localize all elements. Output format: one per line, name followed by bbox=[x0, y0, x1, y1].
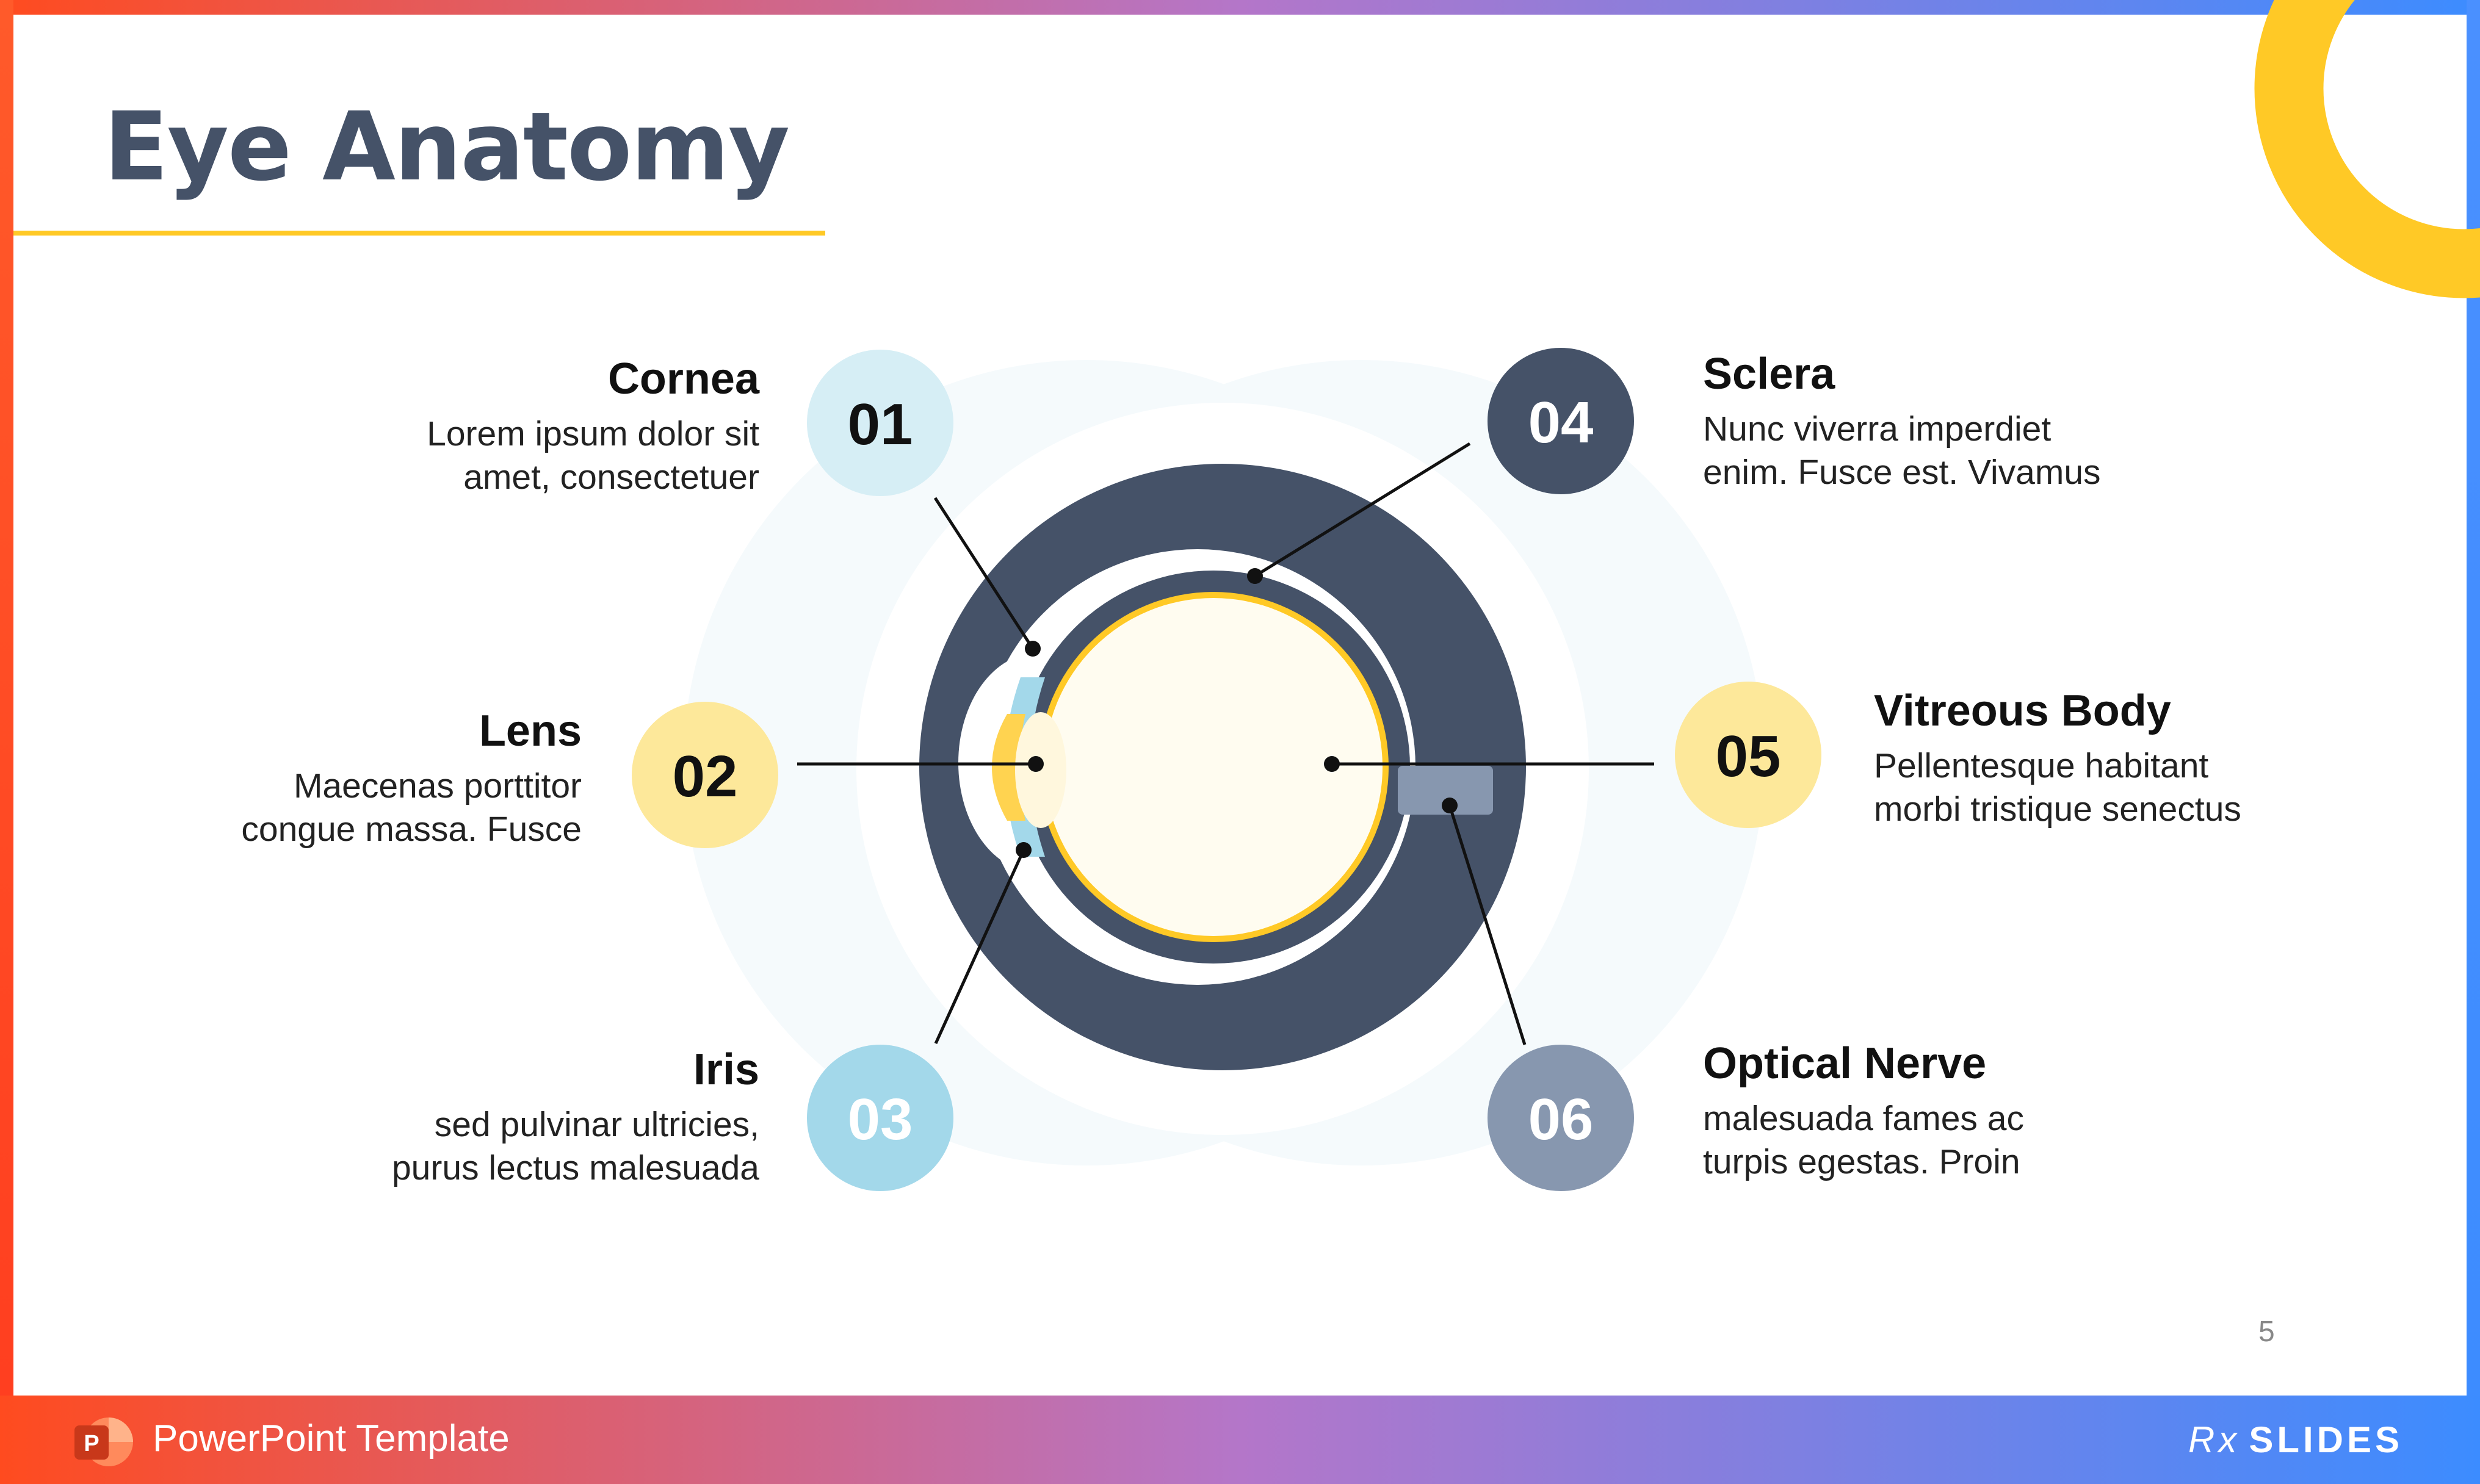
label-optical-nerve: Optical Nerve malesuada fames ac turpis … bbox=[1703, 1037, 2191, 1184]
vitreous-body-shape bbox=[1044, 598, 1383, 936]
label-lens-desc-line2: congue massa. Fusce bbox=[241, 810, 582, 849]
page-number: 5 bbox=[2258, 1316, 2275, 1348]
leader-lines bbox=[797, 442, 1654, 1045]
badge-06-number: 06 bbox=[1528, 1087, 1594, 1152]
label-iris: Iris sed pulvinar ultricies, purus lectu… bbox=[271, 1043, 759, 1190]
label-iris-desc-line2: purus lectus malesuada bbox=[391, 1148, 759, 1187]
left-border bbox=[0, 0, 13, 1484]
label-optical-nerve-desc-line2: turpis egestas. Proin bbox=[1703, 1142, 2020, 1181]
dot-vitreous bbox=[1324, 756, 1340, 772]
svg-text:P: P bbox=[84, 1431, 99, 1457]
leader-line-cornea bbox=[933, 497, 1035, 650]
label-cornea: Cornea Lorem ipsum dolor sit amet, conse… bbox=[271, 353, 759, 499]
badge-02-number: 02 bbox=[673, 744, 738, 809]
badge-03: 03 bbox=[807, 1045, 953, 1191]
leader-line-optic-nerve bbox=[1448, 805, 1527, 1045]
eye-diagram bbox=[919, 464, 1526, 1070]
leader-line-sclera bbox=[1254, 442, 1471, 578]
badge-03-number: 03 bbox=[848, 1087, 913, 1152]
dot-cornea bbox=[1025, 641, 1041, 657]
footer-bar bbox=[0, 1396, 2480, 1484]
aqueous-shape bbox=[992, 714, 1025, 821]
top-border bbox=[0, 0, 2480, 15]
badge-01-number: 01 bbox=[848, 392, 913, 457]
label-vitreous-body: Vitreous Body Pellentesque habitant morb… bbox=[1874, 685, 2362, 831]
badge-05: 05 bbox=[1675, 682, 1821, 828]
label-vitreous-body-desc-line2: morbi tristique senectus bbox=[1874, 790, 2241, 829]
label-cornea-desc-line2: amet, consectetuer bbox=[463, 458, 759, 497]
dot-optic-nerve bbox=[1442, 798, 1458, 813]
label-sclera-desc-line1: Nunc viverra imperdiet bbox=[1703, 409, 2052, 448]
footer-label: PowerPoint Template bbox=[153, 1417, 510, 1460]
badge-04: 04 bbox=[1488, 348, 1634, 494]
brand-name: SLIDES bbox=[2249, 1419, 2404, 1460]
label-lens: Lens Maecenas porttitor congue massa. Fu… bbox=[93, 705, 582, 851]
badge-04-number: 04 bbox=[1528, 390, 1594, 455]
label-lens-title: Lens bbox=[479, 707, 582, 755]
label-vitreous-body-desc-line1: Pellentesque habitant bbox=[1874, 746, 2209, 785]
leader-dots bbox=[1016, 568, 1458, 858]
label-cornea-title: Cornea bbox=[607, 355, 759, 403]
leader-line-iris bbox=[934, 849, 1025, 1045]
label-optical-nerve-title: Optical Nerve bbox=[1703, 1039, 1987, 1088]
badge-01: 01 bbox=[807, 350, 953, 496]
slide-title: Eye Anatomy bbox=[104, 92, 790, 202]
label-iris-title: Iris bbox=[693, 1045, 759, 1094]
label-lens-desc-line1: Maecenas porttitor bbox=[293, 766, 582, 805]
label-cornea-desc-line1: Lorem ipsum dolor sit bbox=[427, 414, 759, 453]
dot-iris bbox=[1016, 842, 1032, 858]
powerpoint-icon: P bbox=[74, 1417, 133, 1466]
badge-02: 02 bbox=[632, 702, 778, 848]
badge-06: 06 bbox=[1488, 1045, 1634, 1191]
title-underline bbox=[13, 231, 825, 236]
dot-lens bbox=[1028, 756, 1044, 772]
corner-ring-decoration bbox=[2254, 0, 2480, 298]
dot-sclera bbox=[1247, 568, 1263, 584]
right-border bbox=[2467, 0, 2480, 1484]
badge-05-number: 05 bbox=[1716, 724, 1781, 789]
label-iris-desc-line1: sed pulvinar ultricies, bbox=[434, 1105, 759, 1144]
label-sclera: Sclera Nunc viverra imperdiet enim. Fusc… bbox=[1703, 348, 2191, 494]
label-vitreous-body-title: Vitreous Body bbox=[1874, 686, 2171, 735]
label-sclera-desc-line2: enim. Fusce est. Vivamus bbox=[1703, 453, 2101, 492]
brand-rx: Rx bbox=[2188, 1419, 2241, 1460]
optic-nerve-shape bbox=[1398, 766, 1493, 815]
label-optical-nerve-desc-line1: malesuada fames ac bbox=[1703, 1099, 2024, 1138]
label-sclera-title: Sclera bbox=[1703, 350, 1835, 398]
